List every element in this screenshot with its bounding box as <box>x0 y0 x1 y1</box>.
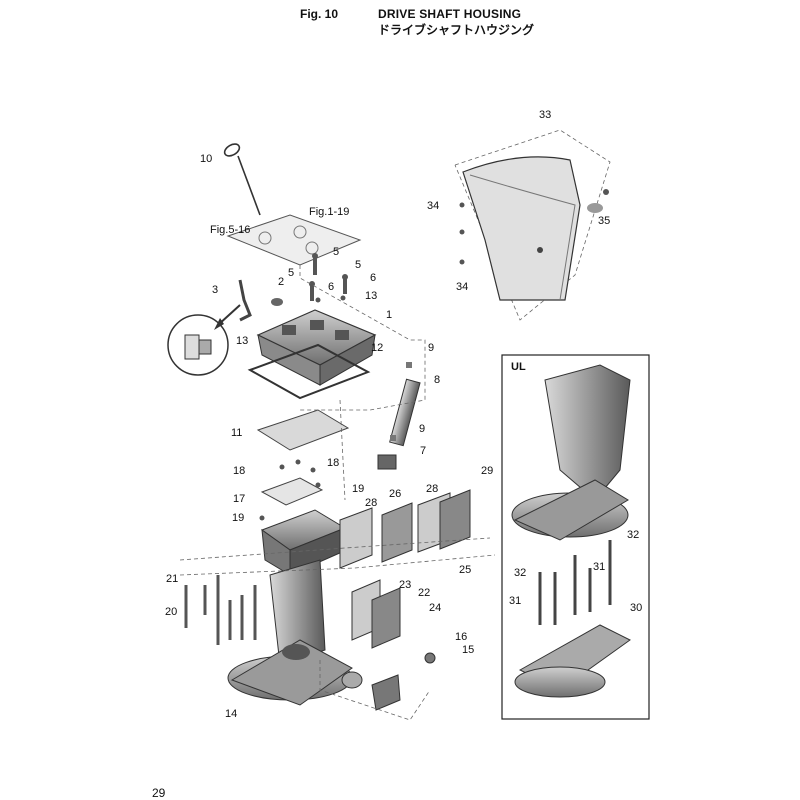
callout-labels: 10 Fig.1-19 Fig.5-16 5 5 5 6 6 13 1 2 3 … <box>165 109 642 720</box>
callout-21: 21 <box>166 573 178 585</box>
callout-19a: 19 <box>232 512 244 524</box>
long-bolts <box>184 575 257 645</box>
callout-11: 11 <box>231 427 242 439</box>
callout-15: 15 <box>462 644 474 656</box>
callout-17: 17 <box>233 493 245 505</box>
top-gasket-plate <box>226 214 362 266</box>
ul-inset-box: UL <box>501 354 650 720</box>
callout-25: 25 <box>459 564 471 576</box>
callout-24: 24 <box>429 602 441 614</box>
bolts-5-6 <box>309 253 348 303</box>
callout-5b: 5 <box>288 267 294 279</box>
callout-34a: 34 <box>427 200 439 212</box>
callout-31a: 31 <box>593 561 605 573</box>
callout-31b: 31 <box>509 595 521 607</box>
callout-23: 23 <box>399 579 411 591</box>
callout-2: 2 <box>278 276 284 288</box>
rubber-mount <box>377 362 421 470</box>
middle-housing <box>260 509 347 576</box>
callout-32b: 32 <box>514 567 526 579</box>
callout-12: 12 <box>371 342 383 354</box>
reference-fig-1-19: Fig.1-19 <box>309 206 349 218</box>
callout-30: 30 <box>630 602 642 614</box>
figure-number: Fig. 10 <box>300 7 339 21</box>
callout-13a: 13 <box>365 290 377 302</box>
callout-3: 3 <box>212 284 218 296</box>
gasket-ring <box>247 343 371 400</box>
callout-22: 22 <box>418 587 430 599</box>
dipstick <box>223 143 261 216</box>
page-number: 29 <box>152 786 166 800</box>
callout-28a: 28 <box>365 497 377 509</box>
callout-32a: 32 <box>627 529 639 541</box>
lower-side-plates <box>351 579 401 649</box>
callout-7: 7 <box>420 445 426 457</box>
callout-19b: 19 <box>352 483 364 495</box>
cover-plate <box>259 459 324 521</box>
callout-16: 16 <box>455 631 467 643</box>
callout-9a: 9 <box>428 342 434 354</box>
callout-9b: 9 <box>419 423 425 435</box>
oil-pipe <box>238 279 252 322</box>
callout-5c: 5 <box>355 259 361 271</box>
callout-1: 1 <box>386 309 392 321</box>
drive-shaft-housing <box>227 559 353 706</box>
callout-6a: 6 <box>370 272 376 284</box>
callout-20: 20 <box>165 606 177 618</box>
reference-fig-5-16: Fig.5-16 <box>210 224 250 236</box>
callout-28b: 28 <box>426 483 438 495</box>
callout-18b: 18 <box>327 457 339 469</box>
upper-housing <box>256 309 377 386</box>
detail-inset-circle <box>167 304 241 376</box>
exhaust-gasket <box>256 409 350 451</box>
callout-8: 8 <box>434 374 440 386</box>
callout-13b: 13 <box>236 335 248 347</box>
callout-10: 10 <box>200 153 212 165</box>
callout-14: 14 <box>225 708 237 720</box>
inset-label: UL <box>511 361 526 373</box>
callout-29: 29 <box>481 465 493 477</box>
callout-6b: 6 <box>328 281 334 293</box>
screws-34 <box>459 189 609 265</box>
callout-33: 33 <box>539 109 551 121</box>
callout-35: 35 <box>598 215 610 227</box>
callout-34b: 34 <box>456 281 468 293</box>
apron-cover <box>462 156 603 301</box>
callout-5a: 5 <box>333 246 339 258</box>
water-inlet-cover <box>341 652 436 711</box>
callout-26: 26 <box>389 488 401 500</box>
seal-washer <box>271 298 283 306</box>
callout-18a: 18 <box>233 465 245 477</box>
side-plates <box>339 489 471 569</box>
figure-title: DRIVE SHAFT HOUSING <box>378 7 522 21</box>
figure-title-japanese: ドライブシャフトハウジング <box>378 23 535 37</box>
